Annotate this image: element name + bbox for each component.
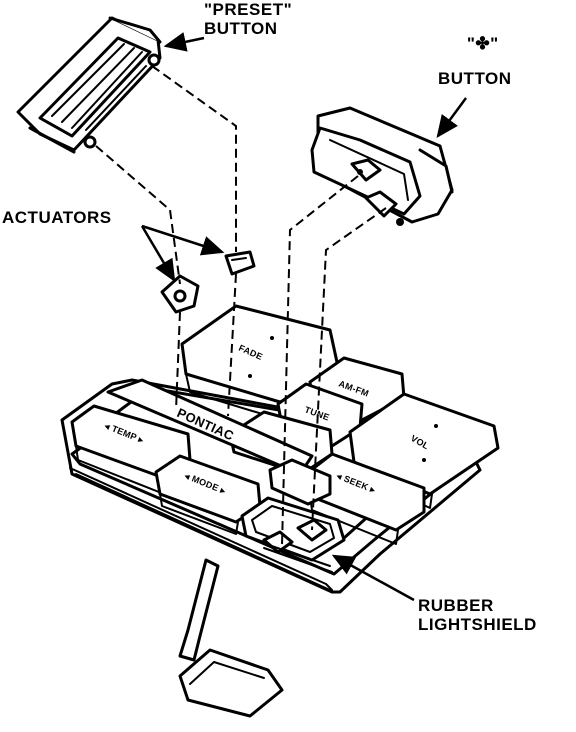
- actuator-small: [224, 250, 256, 276]
- ribbon-cable: [178, 558, 284, 718]
- lightshield-callout-line1: RUBBER: [418, 596, 494, 615]
- lightshield-callout-line2: LIGHTSHIELD: [418, 615, 537, 634]
- preset-button-part: [16, 16, 162, 154]
- preset-callout-line1: "PRESET": [204, 0, 293, 19]
- fan-callout-line2: BUTTON: [438, 69, 512, 88]
- leader-arrows: [140, 32, 468, 602]
- rubber-lightshield-part: [259, 541, 333, 573]
- temp-key: ◂ TEMP ▸: [70, 404, 192, 495]
- preset-button-callout: "PRESET" BUTTON: [204, 0, 292, 38]
- fan-socket: [240, 496, 346, 562]
- alignment-lines: [95, 65, 387, 547]
- fan-button-part: [310, 106, 454, 226]
- preset-callout-line2: BUTTON: [204, 19, 278, 38]
- fan-button-callout: "✤" BUTTON: [438, 34, 512, 88]
- fan-callout-symbol: "✤": [466, 34, 499, 53]
- actuators-callout-text: ACTUATORS: [2, 208, 112, 227]
- actuators-callout: ACTUATORS: [2, 208, 112, 227]
- lightshield-callout: RUBBER LIGHTSHIELD: [418, 596, 537, 634]
- actuator-large: [160, 274, 200, 314]
- mode-key: ◂ MODE ▸: [154, 454, 262, 535]
